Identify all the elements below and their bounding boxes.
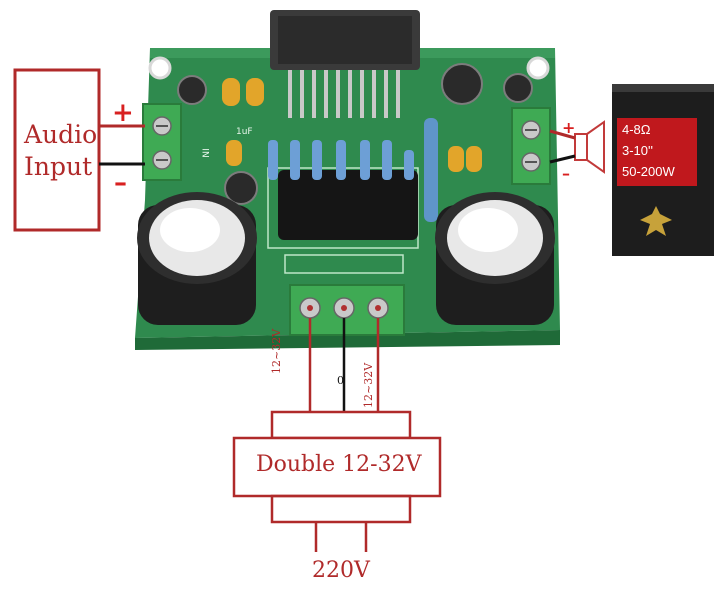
mounting-hole xyxy=(526,56,550,80)
speaker-spec-size: 3-10'' xyxy=(622,143,653,158)
silk-label-in: IN xyxy=(199,148,210,158)
heatsink-block xyxy=(278,170,418,240)
speaker-minus-sign: – xyxy=(562,164,570,183)
silk-label-cap: 1uF xyxy=(236,127,253,137)
center-tap-label: 0 xyxy=(337,374,344,387)
amplifier-ic xyxy=(270,10,420,118)
speaker-plus-sign: + xyxy=(562,118,576,137)
mains-voltage-label: 220V xyxy=(312,558,370,583)
speaker-spec-panel xyxy=(617,118,697,186)
audio-input-box xyxy=(13,68,101,232)
input-plus-sign: + xyxy=(112,98,134,128)
speaker-wires xyxy=(549,129,576,164)
speaker-logo xyxy=(640,206,672,236)
transformer xyxy=(232,410,442,552)
power-terminal-block xyxy=(289,284,405,336)
input-minus-sign: – xyxy=(114,168,127,198)
speaker-cabinet xyxy=(612,84,714,256)
filter-capacitor-right xyxy=(435,192,555,325)
speaker-spec-impedance: 4-8Ω xyxy=(622,122,651,137)
small-components xyxy=(177,63,533,222)
input-terminal-block xyxy=(142,103,182,181)
mounting-hole xyxy=(148,56,172,80)
output-terminal-block xyxy=(511,107,551,185)
speaker-spec-power: 50-200W xyxy=(622,164,675,179)
audio-input-label-line1: Audio xyxy=(24,120,98,149)
transformer-label: Double 12-32V xyxy=(256,452,422,477)
audio-input-label-line2: Input xyxy=(24,152,93,181)
speaker-icon xyxy=(574,120,605,174)
power-wires xyxy=(308,318,380,412)
filter-capacitor-left xyxy=(137,192,257,325)
audio-input-wires xyxy=(99,124,145,166)
right-rail-voltage-label: 12~32V xyxy=(362,362,375,408)
left-rail-voltage-label: 12~32V xyxy=(270,328,283,374)
